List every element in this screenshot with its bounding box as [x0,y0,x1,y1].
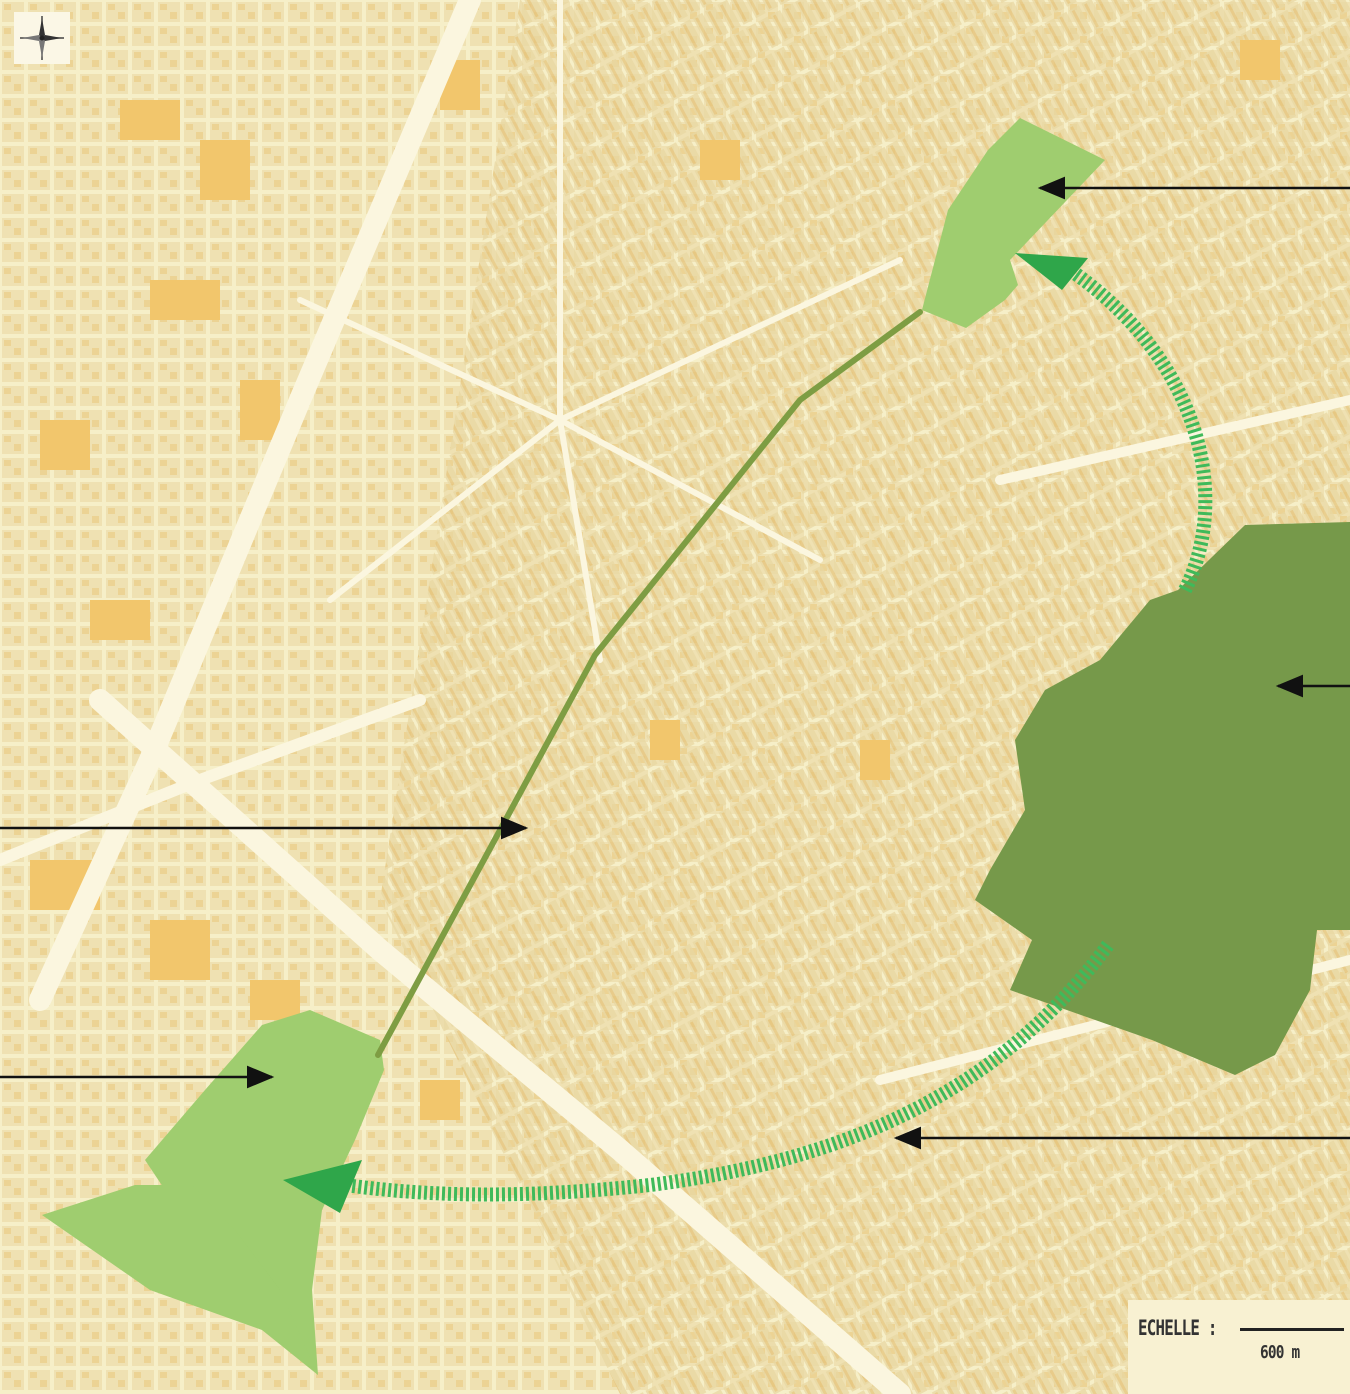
dashed-link-arrow-north [1059,259,1213,594]
arrowhead-southwest-icon [283,1160,362,1213]
park-east-large [975,522,1350,1075]
arrowhead-north-icon [1015,253,1088,290]
scale-label: ECHELLE : [1138,1316,1217,1340]
buildings [30,40,1280,1120]
compass [14,12,70,64]
green-corridor [375,309,923,1058]
scale-value: 600 m [1260,1342,1300,1363]
city-blocks-east [380,0,1350,1394]
dashed-link-arrow-southwest [344,940,1114,1202]
park-southwest [145,1010,384,1375]
park-north [922,118,1105,328]
compass-rose-icon [20,16,64,60]
park-southwest-lower [42,1185,318,1375]
scale-bar [1240,1328,1344,1331]
scale-legend: ECHELLE : 600 m [1128,1300,1350,1394]
